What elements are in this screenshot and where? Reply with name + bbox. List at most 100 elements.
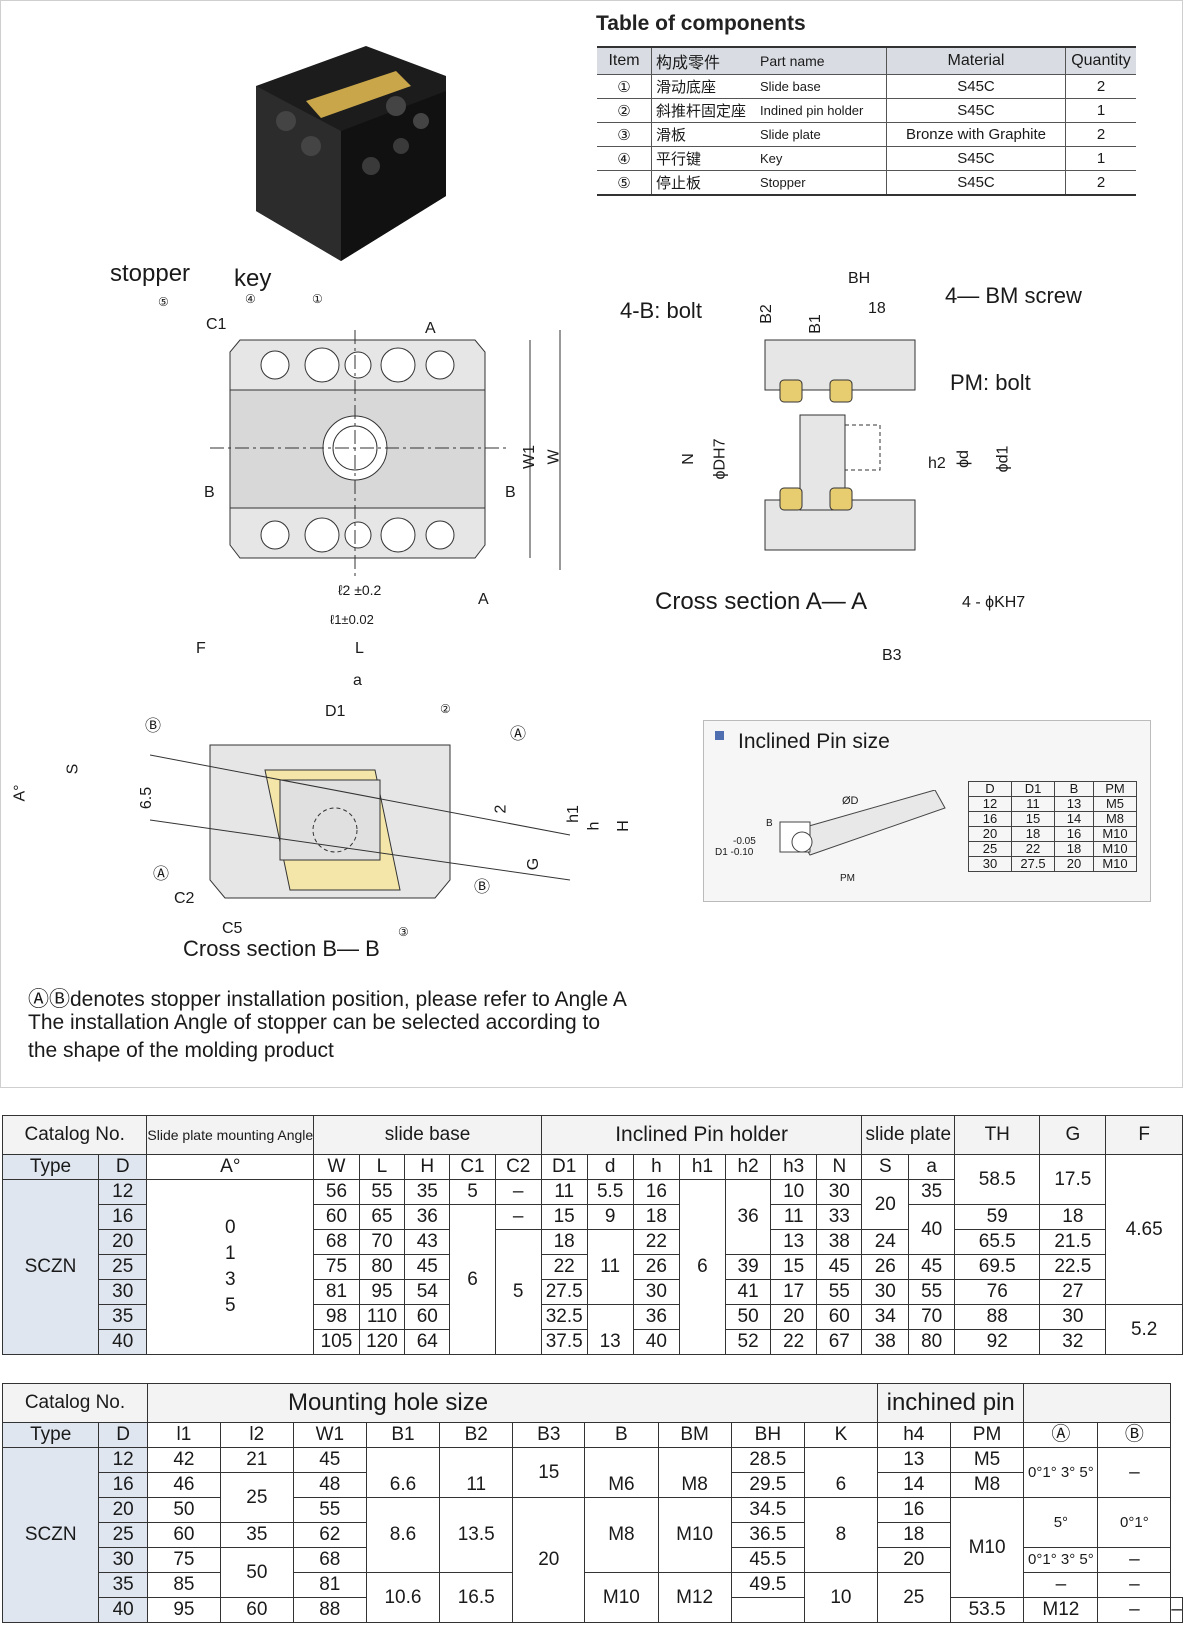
- h3-cell: 11: [770, 1204, 818, 1230]
- label-h: h: [585, 821, 603, 831]
- l1-cell: 75: [146, 1547, 221, 1573]
- a-cell: 55: [908, 1279, 956, 1305]
- b-cell: M6: [584, 1447, 659, 1498]
- label-n4: ④: [245, 292, 256, 306]
- col-header: h: [632, 1154, 680, 1180]
- label-n3: ③: [398, 925, 409, 939]
- n-cell: 38: [816, 1229, 863, 1255]
- g-cell: 21.5: [1039, 1229, 1107, 1255]
- label-a-angle: A°: [11, 784, 29, 802]
- s-cell: 24: [861, 1229, 910, 1255]
- d-header: D: [97, 1154, 148, 1180]
- col-header: N: [816, 1154, 863, 1180]
- n-cell: 33: [816, 1204, 863, 1230]
- l-cell: 80: [358, 1254, 406, 1280]
- comp-cell: Slide base: [756, 74, 887, 99]
- col-header: BM: [657, 1422, 732, 1448]
- comp-cell: 2: [1065, 122, 1136, 147]
- bh-cell: 29.5: [730, 1472, 805, 1498]
- g-cell: 32: [1039, 1329, 1107, 1355]
- col-header: h2: [724, 1154, 772, 1180]
- l1-cell: 60: [146, 1522, 221, 1548]
- section-bb-title: Cross section B— B: [183, 936, 380, 961]
- d-cell: 35: [97, 1304, 148, 1330]
- h-small-cell: 30: [632, 1279, 680, 1305]
- h4-cell: 16: [876, 1497, 951, 1523]
- label-n: N: [679, 453, 697, 465]
- angle-value: 0: [225, 1217, 236, 1238]
- pin-cell: 27.5: [1011, 856, 1055, 872]
- l2-cell: 35: [219, 1522, 294, 1548]
- col-header: L: [358, 1154, 406, 1180]
- note-line-3: the shape of the molding product: [28, 1039, 334, 1062]
- pin-cell: 30: [968, 856, 1012, 872]
- bh-cell: 53.5: [949, 1597, 1025, 1623]
- col-header: K: [803, 1422, 878, 1448]
- pin-label-od: ØD: [842, 795, 859, 807]
- label-n2: ②: [440, 702, 451, 716]
- d1-cell: 22: [540, 1254, 588, 1280]
- w-cell: 68: [313, 1229, 360, 1255]
- label-bm-screw: 4— BM screw: [945, 283, 1082, 308]
- d-cell: 16: [97, 1204, 148, 1230]
- label-bh: BH: [848, 270, 871, 287]
- l2-cell: 50: [219, 1547, 294, 1598]
- k-cell: 6: [803, 1447, 878, 1498]
- n-cell: 30: [816, 1179, 863, 1205]
- label-circle-a-bottom: Ⓐ: [153, 866, 170, 883]
- pin-size-table: D D1 B PM 12 11 13 M5 16 15 14 M8 20 18 …: [968, 781, 1137, 872]
- comp-cell: S45C: [886, 146, 1066, 171]
- w-cell: 60: [313, 1204, 360, 1230]
- d-small-cell: 5.5: [586, 1179, 634, 1205]
- pin-cell: M10: [1093, 856, 1137, 872]
- h-small-cell: 16: [632, 1179, 680, 1205]
- label-bolt4b: 4-B: bolt: [620, 298, 702, 323]
- comp-cell: Slide plate: [756, 122, 887, 147]
- slide-angle-header: Slide plate mounting Angle: [146, 1115, 315, 1155]
- pin-cell: 13: [1054, 796, 1094, 812]
- a-cell: 35: [908, 1179, 956, 1205]
- label-c5: C5: [222, 920, 243, 937]
- pin-cell: 25: [968, 841, 1012, 857]
- type-sczn: SCZN: [2, 1179, 99, 1355]
- l1-cell: 50: [146, 1497, 221, 1523]
- col-header: B: [584, 1422, 659, 1448]
- s-cell: 30: [861, 1279, 910, 1305]
- a-cell: 70: [908, 1304, 956, 1330]
- g-cell: 30: [1039, 1304, 1107, 1330]
- n-cell: 45: [816, 1254, 863, 1280]
- w1-cell: 45: [292, 1447, 367, 1473]
- d-small-cell: 9: [586, 1204, 634, 1230]
- col-qty: Quantity: [1065, 46, 1136, 75]
- label-n5: ⑤: [158, 295, 169, 309]
- col-header: C1: [449, 1154, 496, 1180]
- h4-cell: 14: [876, 1472, 951, 1498]
- col-header: Ⓑ: [1097, 1422, 1172, 1448]
- g-cell: 27: [1039, 1279, 1107, 1305]
- w-cell: 105: [313, 1329, 360, 1355]
- h-small-cell: 40: [632, 1329, 680, 1355]
- label-key: key: [234, 265, 272, 292]
- bullet-icon: [715, 731, 724, 740]
- h-cell: 64: [404, 1329, 451, 1355]
- label-a-dim: a: [353, 672, 362, 689]
- d-cell: 25: [98, 1522, 148, 1548]
- k-cell: 8: [803, 1497, 878, 1573]
- d-cell: 25: [97, 1254, 148, 1280]
- comp-cell: ②: [597, 98, 652, 123]
- w1-cell: 88: [292, 1597, 367, 1623]
- l2-cell: 21: [219, 1447, 294, 1473]
- b2-cell: 16.5: [439, 1572, 514, 1623]
- pin-cell: 16: [968, 811, 1012, 827]
- d-cell: 12: [97, 1179, 148, 1205]
- h-small-cell: 36: [632, 1304, 680, 1330]
- label-f: F: [196, 640, 206, 657]
- d1-cell: 32.5: [540, 1304, 588, 1330]
- w1-cell: 81: [292, 1572, 367, 1598]
- col-header: B3: [512, 1422, 586, 1448]
- h3-cell: 17: [770, 1279, 818, 1305]
- comp-cell: ④: [597, 146, 652, 171]
- w-cell: 56: [313, 1179, 360, 1205]
- th-cell: 59: [954, 1204, 1041, 1230]
- comp-cell: 停止板: [651, 170, 756, 196]
